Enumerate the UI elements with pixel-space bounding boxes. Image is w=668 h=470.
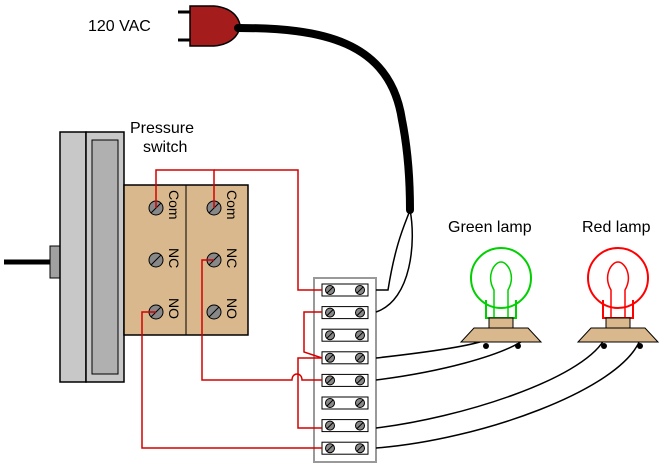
terminal-row bbox=[321, 373, 369, 387]
black-wires bbox=[375, 209, 641, 449]
power-cord bbox=[234, 24, 414, 214]
power-plug bbox=[178, 5, 241, 47]
screw-left-nc bbox=[148, 252, 164, 268]
label-right-no: NO bbox=[224, 298, 240, 319]
label-left-com: Com bbox=[166, 190, 182, 220]
switch-label-line1: Pressure bbox=[130, 120, 194, 137]
pressure-diaphragm bbox=[4, 131, 125, 383]
pressure-switch-body bbox=[123, 184, 249, 336]
label-left-no: NO bbox=[166, 298, 182, 319]
green-lamp-label: Green lamp bbox=[448, 219, 532, 236]
label-left-nc: NC bbox=[166, 248, 182, 268]
label-right-com: Com bbox=[224, 190, 240, 220]
screw-right-no bbox=[206, 304, 222, 320]
red-lamp bbox=[576, 247, 660, 349]
red-lamp-label: Red lamp bbox=[582, 219, 651, 236]
terminal-row bbox=[321, 306, 369, 320]
label-right-nc: NC bbox=[224, 248, 240, 268]
terminal-row bbox=[321, 351, 369, 365]
terminal-block bbox=[313, 277, 377, 463]
green-lamp bbox=[459, 247, 543, 349]
red-wires bbox=[141, 169, 323, 449]
power-label: 120 VAC bbox=[88, 18, 151, 35]
terminal-row bbox=[321, 328, 369, 342]
switch-label-line2: switch bbox=[143, 139, 187, 156]
terminal-row bbox=[321, 441, 369, 455]
terminal-row bbox=[321, 396, 369, 410]
terminal-row bbox=[321, 419, 369, 433]
terminal-row bbox=[321, 283, 369, 297]
